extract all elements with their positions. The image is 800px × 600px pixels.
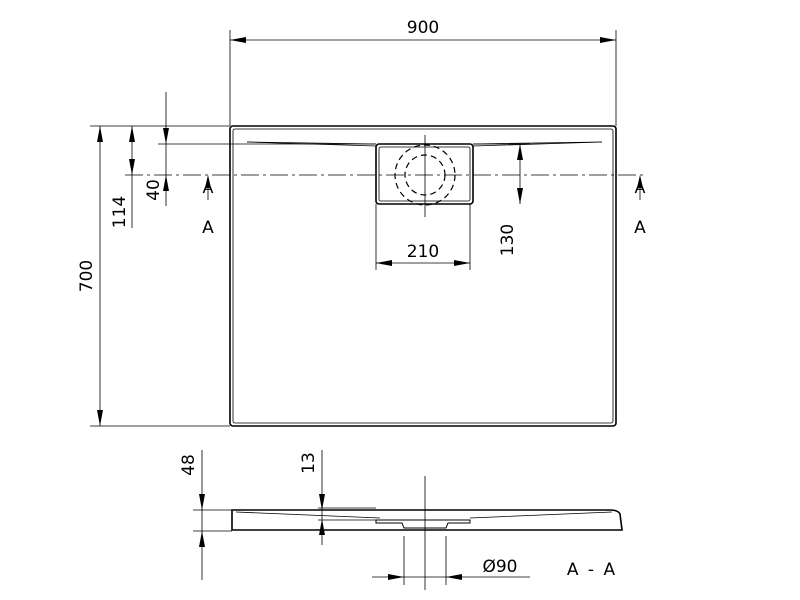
section-mark-left: A A <box>202 175 214 238</box>
depth-label: 700 <box>77 260 97 292</box>
diameter-dimension: Ø90 <box>372 557 530 580</box>
section-mark-right: A A <box>634 175 646 238</box>
section-mark-right-bottom: A <box>634 218 646 238</box>
drain-cover-width-dimension: 210 <box>375 204 471 270</box>
tray-inner-outline <box>232 128 614 424</box>
height-label: 48 <box>179 454 199 476</box>
drain-cover <box>375 143 474 205</box>
small-offset-label: 40 <box>144 179 164 201</box>
tray-profile <box>231 509 623 531</box>
height-dimension: 48 <box>179 450 232 580</box>
drain-cover-depth-label: 130 <box>498 224 518 256</box>
small-offset-dimension: 40 <box>144 92 376 206</box>
depth-dimension: 700 <box>77 125 230 427</box>
top-view <box>125 125 645 427</box>
section-view <box>231 476 623 590</box>
width-label: 900 <box>407 18 439 38</box>
tray-outline <box>229 125 617 427</box>
section-mark-left-bottom: A <box>202 218 214 238</box>
drain-cover-inner <box>378 146 471 202</box>
drain-offset-label: 114 <box>110 196 130 228</box>
drain-cover-depth-dimension: 130 <box>473 143 530 256</box>
drain-offset-dimension: 114 <box>110 126 135 228</box>
width-dimension: 900 <box>229 18 617 126</box>
diameter-label: Ø90 <box>482 557 517 577</box>
section-mark-right-top: A <box>635 178 646 197</box>
section-view-label: A - A <box>567 560 617 580</box>
drain-recess <box>375 519 471 529</box>
tray-profile-slope <box>235 511 613 519</box>
drain-cover-width-label: 210 <box>407 242 439 262</box>
slope-dimension: 13 <box>299 450 376 545</box>
section-mark-left-top: A <box>203 178 214 197</box>
slope-label: 13 <box>299 452 319 474</box>
